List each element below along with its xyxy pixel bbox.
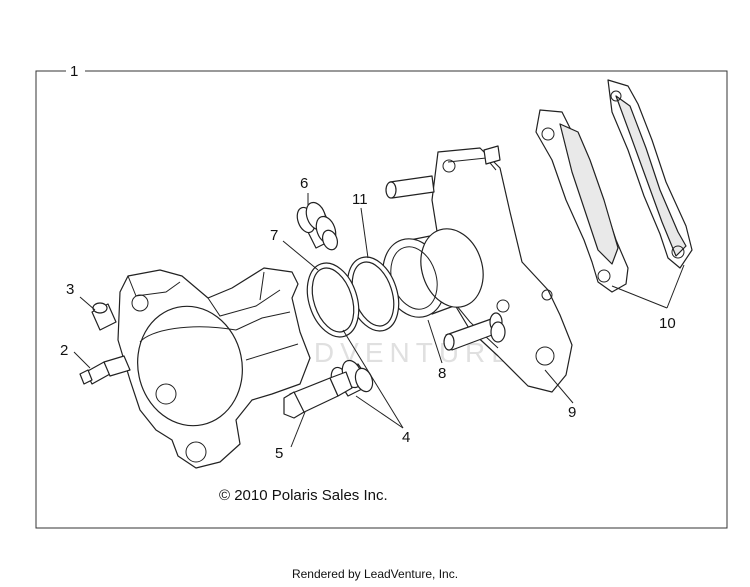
callout-6: 6 xyxy=(300,175,308,192)
callout-10: 10 xyxy=(659,315,676,332)
bleeder-valve xyxy=(79,355,131,385)
dust-seal xyxy=(306,262,360,338)
callout-1: 1 xyxy=(70,63,78,80)
caliper-body xyxy=(117,267,311,469)
callout-8: 8 xyxy=(438,365,446,382)
bleeder-cap xyxy=(91,302,117,331)
slide-pin xyxy=(283,371,353,419)
callout-2: 2 xyxy=(60,342,68,359)
piston xyxy=(382,228,484,318)
callout-9: 9 xyxy=(568,404,576,421)
callout-11: 11 xyxy=(352,191,368,208)
diagram-frame xyxy=(35,70,728,529)
callout-7: 7 xyxy=(270,227,278,244)
upper-boot xyxy=(296,201,339,251)
callout-5: 5 xyxy=(275,445,283,462)
copyright-notice: © 2010 Polaris Sales Inc. xyxy=(219,487,388,504)
callout-4: 4 xyxy=(402,429,410,446)
leader-lines xyxy=(73,193,685,448)
piston-seal xyxy=(346,256,400,332)
rendered-by-footer: Rendered by LeadVenture, Inc. xyxy=(291,567,459,581)
brake-pads xyxy=(535,79,693,293)
callout-3: 3 xyxy=(66,281,74,298)
